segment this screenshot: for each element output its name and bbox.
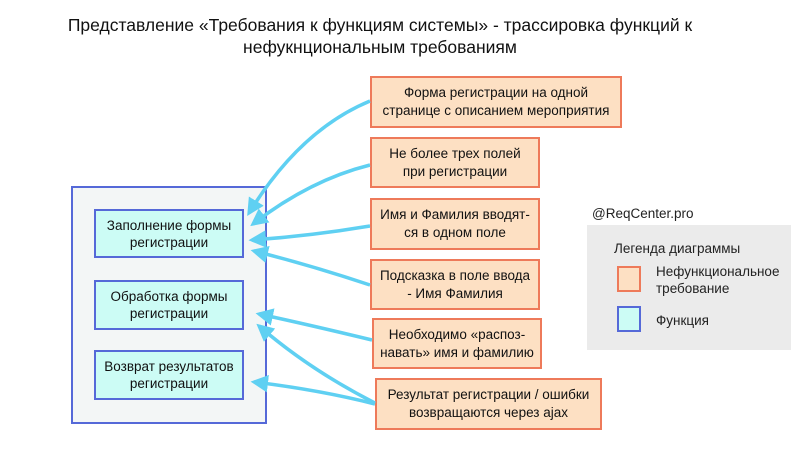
requirement-label-line: Необходимо «распоз- — [388, 326, 526, 342]
legend-label-line: Нефункциональное — [656, 264, 780, 279]
requirement-label-line: Результат регистрации / ошибки — [387, 387, 590, 402]
requirement-ajax[interactable]: Результат регистрации / ошибки возвращаю… — [375, 378, 602, 430]
trace-arrow — [248, 224, 371, 248]
trace-arrow — [256, 323, 376, 405]
legend-function-swatch — [617, 306, 641, 332]
title-line-2: нефукнциональным требованиям — [243, 37, 517, 57]
requirement-label-line: навать» имя и фамилию — [380, 344, 534, 360]
trace-arrow — [250, 163, 371, 227]
trace-arrow — [250, 374, 376, 406]
function-label-line: Обработка формы — [110, 289, 228, 304]
function-fill-form[interactable]: Заполнение формы регистрации — [94, 209, 244, 258]
requirement-label-line: - Имя Фамилия — [407, 285, 503, 301]
credit-text: @ReqCenter.pro — [592, 206, 694, 221]
function-label-line: регистрации — [129, 376, 209, 391]
requirement-label-line: Подсказка в поле ввода — [379, 267, 531, 283]
title-line-1: Представление «Требования к функциям сис… — [67, 15, 693, 35]
requirement-name-one-field[interactable]: Имя и Фамилия вводят- ся в одном поле — [370, 198, 540, 250]
legend-function-label: Функция — [656, 313, 709, 328]
function-label-line: регистрации — [129, 306, 209, 321]
requirement-single-page[interactable]: Форма регистрации на одной странице с оп… — [370, 76, 622, 128]
diagram-title: Представление «Требования к функциям сис… — [0, 14, 760, 58]
legend-title: Легенда диаграммы — [614, 241, 741, 256]
legend-requirement-label: Нефункциональное требование — [656, 263, 779, 297]
requirement-label-line: Имя и Фамилия вводят- — [380, 207, 530, 222]
function-label-line: Заполнение формы — [106, 217, 232, 233]
function-label-line: Возврат результатов — [104, 359, 234, 374]
requirement-recognize-name[interactable]: Необходимо «распоз- навать» имя и фамили… — [372, 318, 542, 369]
requirement-label-line: при регистрации — [402, 163, 508, 179]
trace-arrow — [247, 99, 371, 216]
requirement-label-line: Форма регистрации на одной — [403, 85, 589, 100]
trace-arrow — [250, 245, 371, 287]
trace-arrow — [255, 308, 373, 342]
requirement-three-fields[interactable]: Не более трех полей при регистрации — [370, 137, 540, 188]
function-process-form[interactable]: Обработка формы регистрации — [94, 280, 244, 330]
function-label-line: регистрации — [129, 234, 209, 250]
requirement-label-line: Не более трех полей — [389, 145, 521, 161]
requirement-label-line: странице с описанием мероприятия — [382, 103, 610, 118]
legend-requirement-swatch — [617, 266, 641, 292]
requirement-label-line: ся в одном поле — [404, 225, 506, 240]
diagram-legend: Легенда диаграммы Нефункциональное требо… — [587, 225, 791, 350]
requirement-label-line: возвращаются через ajax — [408, 405, 568, 420]
function-return-results[interactable]: Возврат результатов регистрации — [94, 350, 244, 400]
legend-label-line: требование — [656, 281, 730, 296]
requirement-hint[interactable]: Подсказка в поле ввода - Имя Фамилия — [370, 259, 540, 310]
